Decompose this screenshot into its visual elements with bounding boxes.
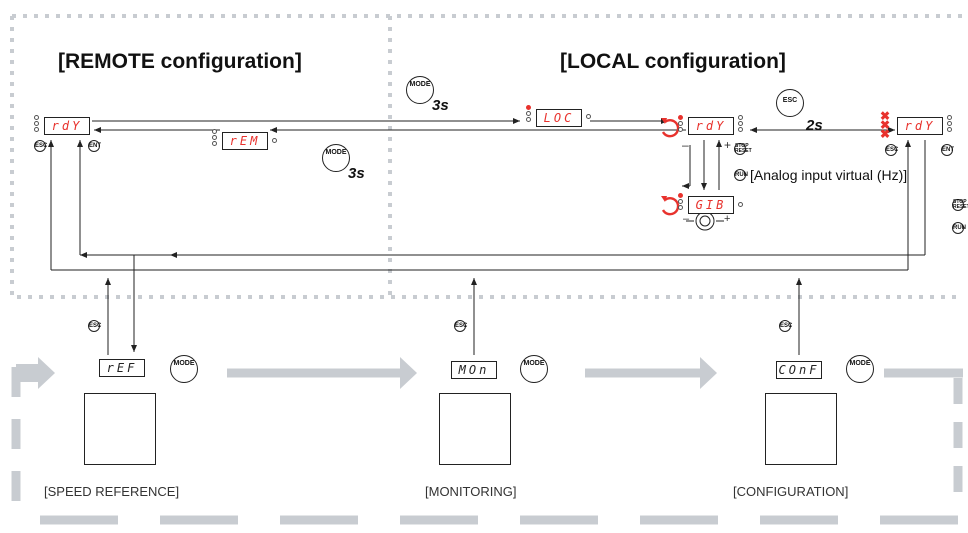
analog-input-text: [Analog input virtual (Hz)] [750,167,908,183]
display-mon: MOn [451,361,497,379]
esc-button[interactable]: ESC [885,144,898,156]
jog-plus-label: + [724,213,731,225]
esc-hold-button[interactable]: ESC [776,89,804,117]
minus-label: – [682,138,689,152]
mode-button[interactable]: MODE [322,144,350,172]
monitoring-box [439,393,511,465]
mode-button[interactable]: MODE [520,355,548,383]
display-gib: GIB [688,196,734,214]
blinking-led: ✖ [880,109,891,123]
display-ref: rEF [99,359,145,377]
display-rdy-local: rdY [688,117,734,135]
display-rem: rEM [222,132,268,150]
mode-button[interactable]: MODE [170,355,198,383]
mode-button[interactable]: MODE [846,355,874,383]
plus-label: + [724,138,732,152]
menu-flow-frame [11,367,963,525]
timing-esc-hold: 2s [806,117,823,134]
speed-reference-caption: [SPEED REFERENCE] [44,484,180,499]
stop-reset-button[interactable]: STOP RESET [952,199,968,211]
run-button[interactable]: RUN [952,222,966,234]
esc-button[interactable]: ESC [454,320,467,332]
remote-frame [10,14,963,299]
display-rdy-right: rdY [897,117,943,135]
display-rdy-remote: rdY [44,117,90,135]
status-led [586,114,591,119]
esc-button[interactable]: ESC [88,320,101,332]
display-conf: COnF [776,361,822,379]
status-led [272,138,277,143]
local-title: [LOCAL configuration] [560,50,786,73]
display-loc: LOC [536,109,582,127]
ent-button[interactable]: ENT [941,144,954,156]
blinking-led: ✖ [880,118,891,132]
blinking-led: ✖ [880,127,891,141]
esc-button[interactable]: ESC [34,140,47,152]
menu-flow-arrowheads [16,357,717,389]
esc-button[interactable]: ESC [779,320,792,332]
status-leds [678,193,684,213]
refresh-arrows-icon [661,119,680,216]
status-leds [526,105,532,125]
mode-label: MODE [173,360,195,367]
run-button[interactable]: RUN [734,169,748,181]
stop-reset-button[interactable]: STOP RESET [734,143,752,155]
mode-button[interactable]: MODE [406,76,434,104]
status-leds [212,129,218,149]
jog-minus-label: – [683,213,690,225]
status-leds [947,115,953,135]
status-led [738,202,743,207]
speed-reference-box [84,393,156,465]
mode-label: MODE [523,360,545,367]
esc-label: ESC [782,97,798,104]
jog-dial-icon [686,211,724,231]
status-leds [34,115,40,135]
mode-label: MODE [409,81,431,88]
timing-mode-to-local: 3s [432,97,449,114]
status-leds [738,115,744,135]
timing-mode-to-remote: 3s [348,165,365,182]
monitoring-caption: [MONITORING] [425,484,517,499]
mode-label: MODE [849,360,871,367]
configuration-box [765,393,837,465]
status-leds [678,115,684,135]
remote-title: [REMOTE configuration] [58,50,302,73]
analog-input-note: [Analog input virtual (Hz)] [750,167,908,184]
ent-button[interactable]: ENT [88,140,101,152]
mode-label: MODE [325,149,347,156]
configuration-caption: [CONFIGURATION] [733,484,849,499]
